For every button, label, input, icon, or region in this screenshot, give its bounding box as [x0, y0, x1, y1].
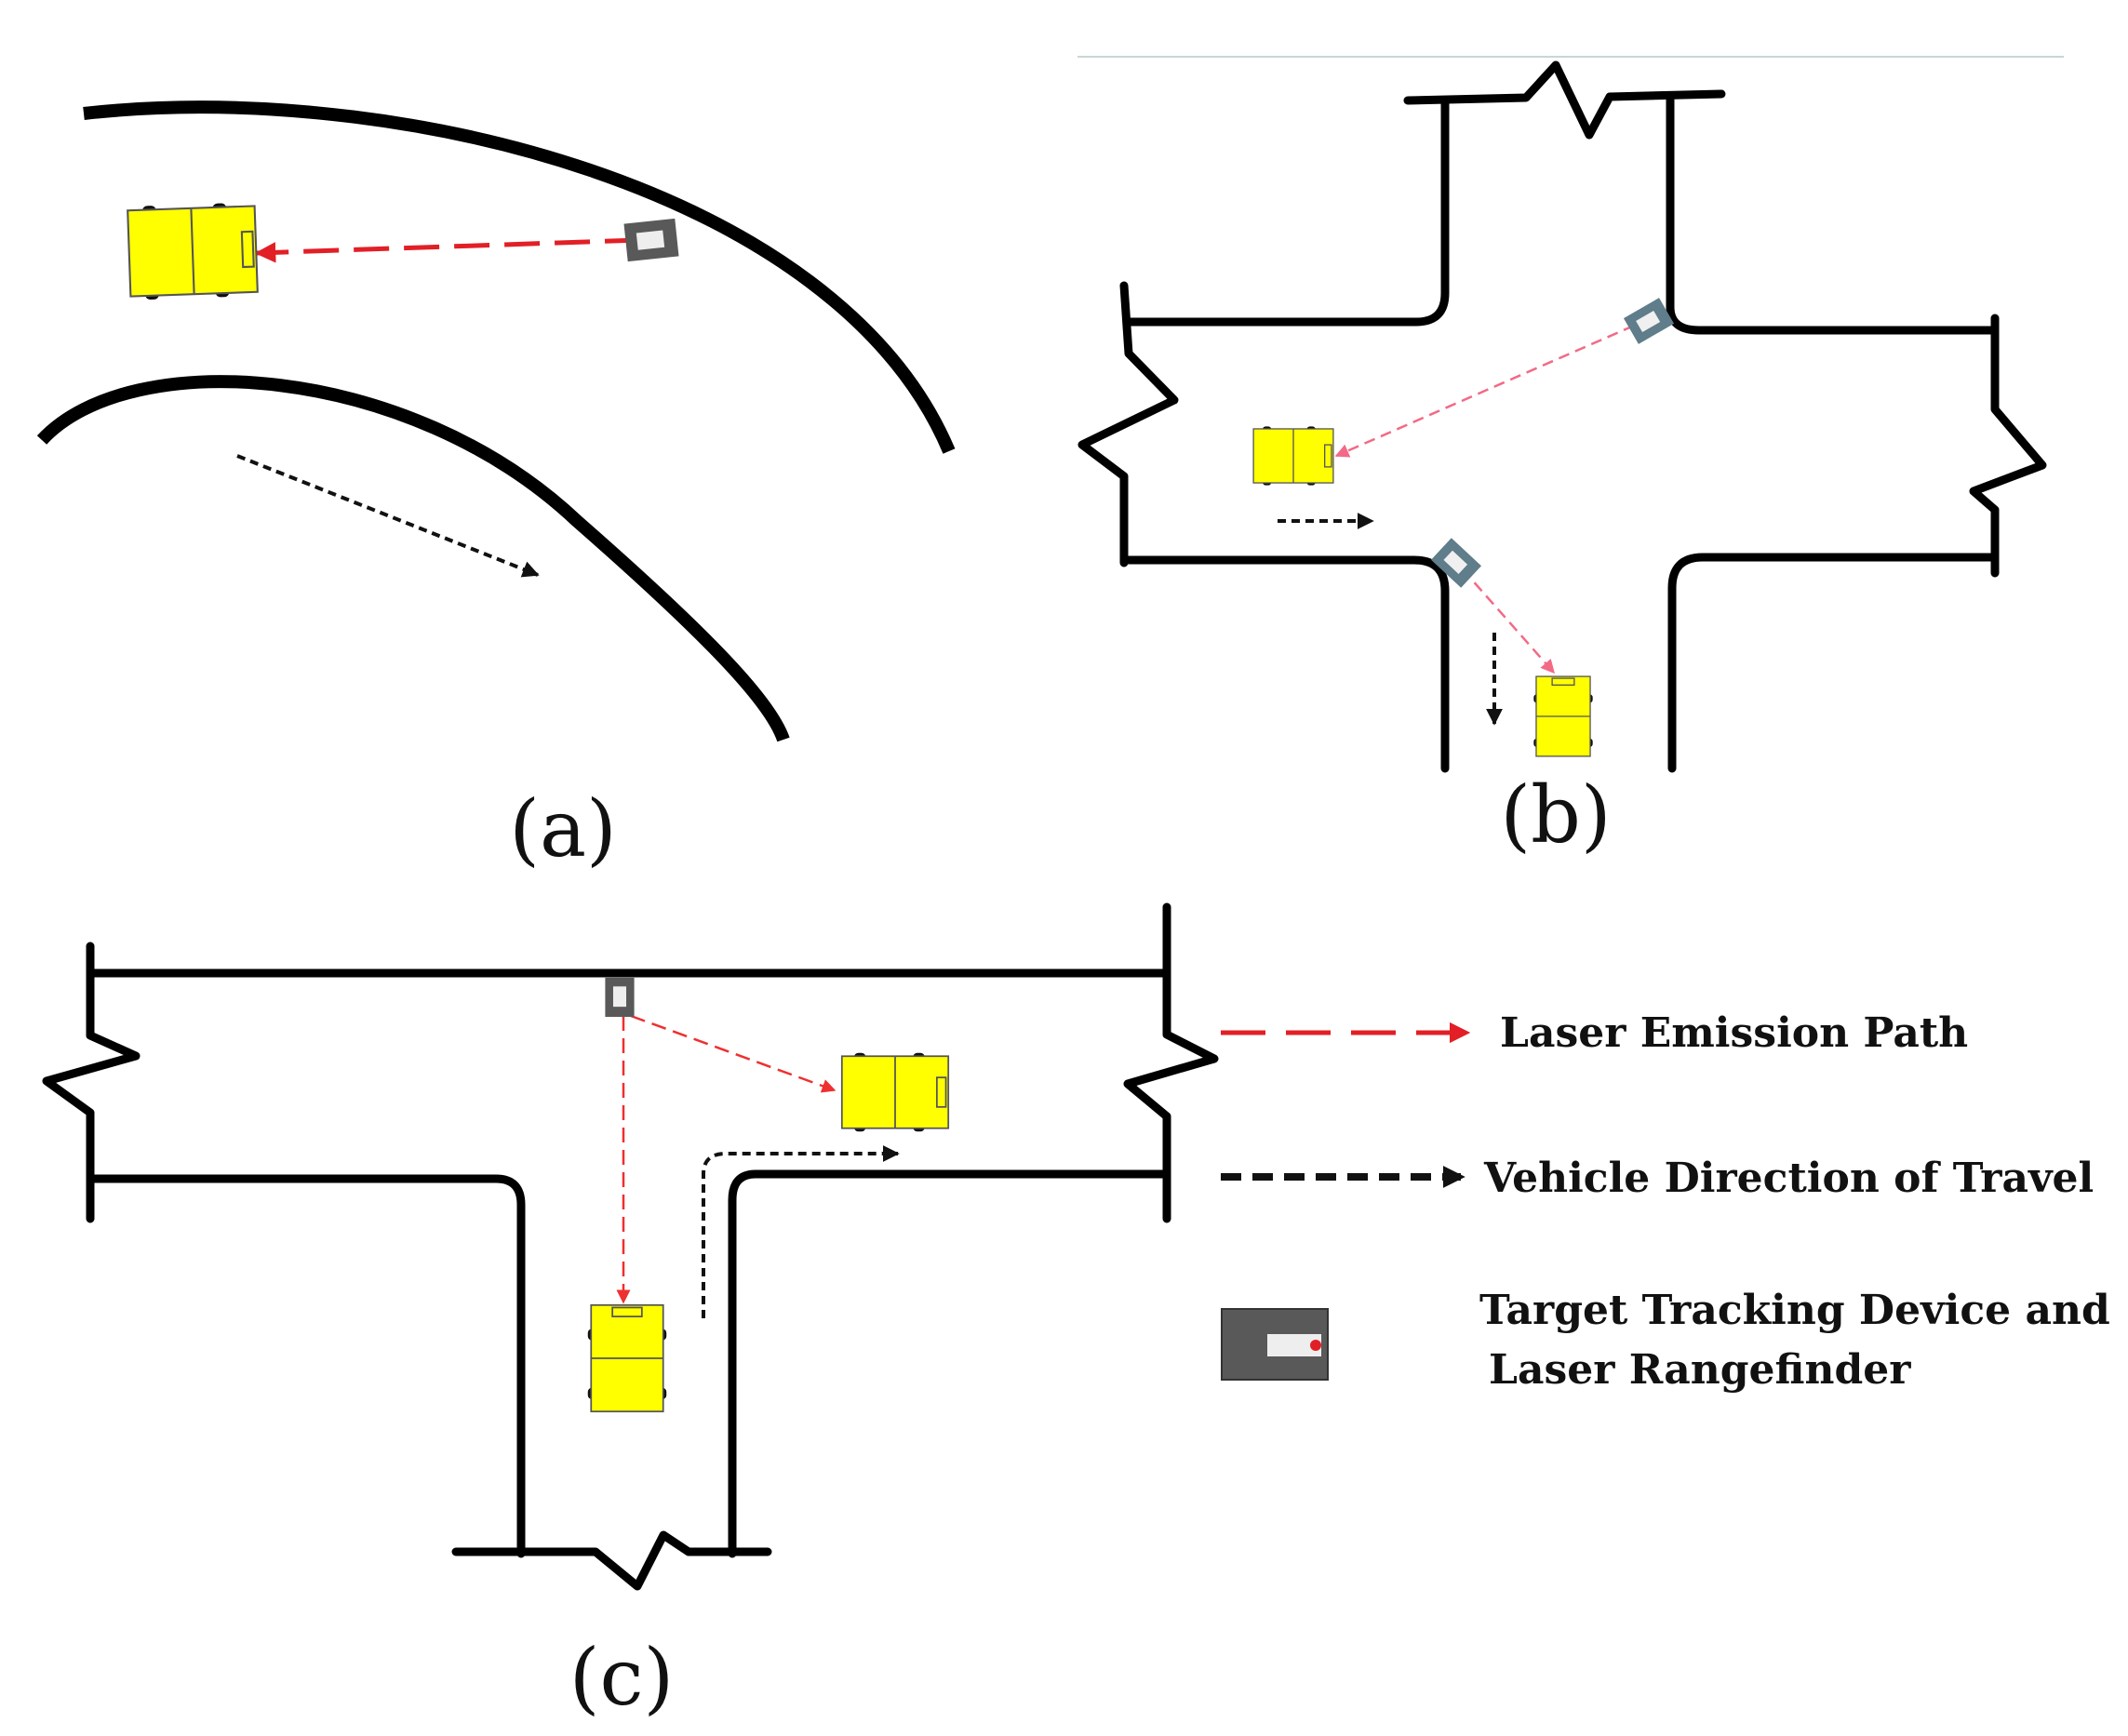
curved-road-inner-edge — [36, 375, 790, 742]
legend-device-label-2: Laser Rangefinder — [1489, 1346, 1911, 1394]
caption-b: (b) — [1500, 769, 1611, 861]
cross-top-right-edge — [1666, 92, 1996, 335]
legend: Laser Emission Path Vehicle Direction of… — [1221, 1009, 2110, 1394]
curved-road-outer-edge — [83, 100, 956, 454]
legend-laser-label: Laser Emission Path — [1500, 1009, 1968, 1057]
travel-arrow-c — [702, 1145, 900, 1318]
caption-c: (c) — [569, 1632, 675, 1723]
cross-left-break — [1077, 281, 1179, 568]
tee-right-break — [1123, 902, 1219, 1223]
cross-left-bottom-edge — [1124, 555, 1450, 773]
panel-b: (b) — [1077, 56, 2064, 861]
cross-right-bottom-edge — [1667, 553, 1996, 773]
laser-path-c-right — [630, 1014, 836, 1093]
laser-path-b-lower — [1462, 568, 1555, 674]
device-b-lower — [1430, 538, 1482, 588]
device-c — [605, 977, 635, 1018]
tee-stem-left-edge — [86, 1174, 526, 1558]
laser-path-a — [254, 237, 641, 263]
panel-c: (c) — [42, 902, 1219, 1723]
laser-path-b-upper — [1334, 324, 1635, 458]
device-a — [623, 218, 679, 262]
vehicle-b-left — [1252, 425, 1334, 487]
vehicle-a — [126, 201, 260, 301]
cross-top-left-edge — [1124, 98, 1450, 327]
travel-arrow-a — [236, 454, 540, 578]
cross-top-break — [1403, 60, 1726, 140]
vehicle-c-stem — [586, 1303, 668, 1413]
legend-device-icon — [1221, 1308, 1329, 1381]
legend-travel-label: Vehicle Direction of Travel — [1483, 1155, 2094, 1202]
caption-a: (a) — [509, 783, 617, 875]
tee-stem-right-edge — [728, 1169, 1171, 1558]
cross-right-break — [1969, 314, 2047, 578]
panel-a: (a) — [36, 100, 956, 875]
tee-left-break — [42, 941, 141, 1223]
vehicle-c-right — [840, 1051, 950, 1133]
vehicle-b-bottom — [1532, 675, 1594, 757]
tee-bottom-break — [451, 1530, 772, 1591]
legend-device-label-1: Target Tracking Device and — [1479, 1287, 2110, 1334]
